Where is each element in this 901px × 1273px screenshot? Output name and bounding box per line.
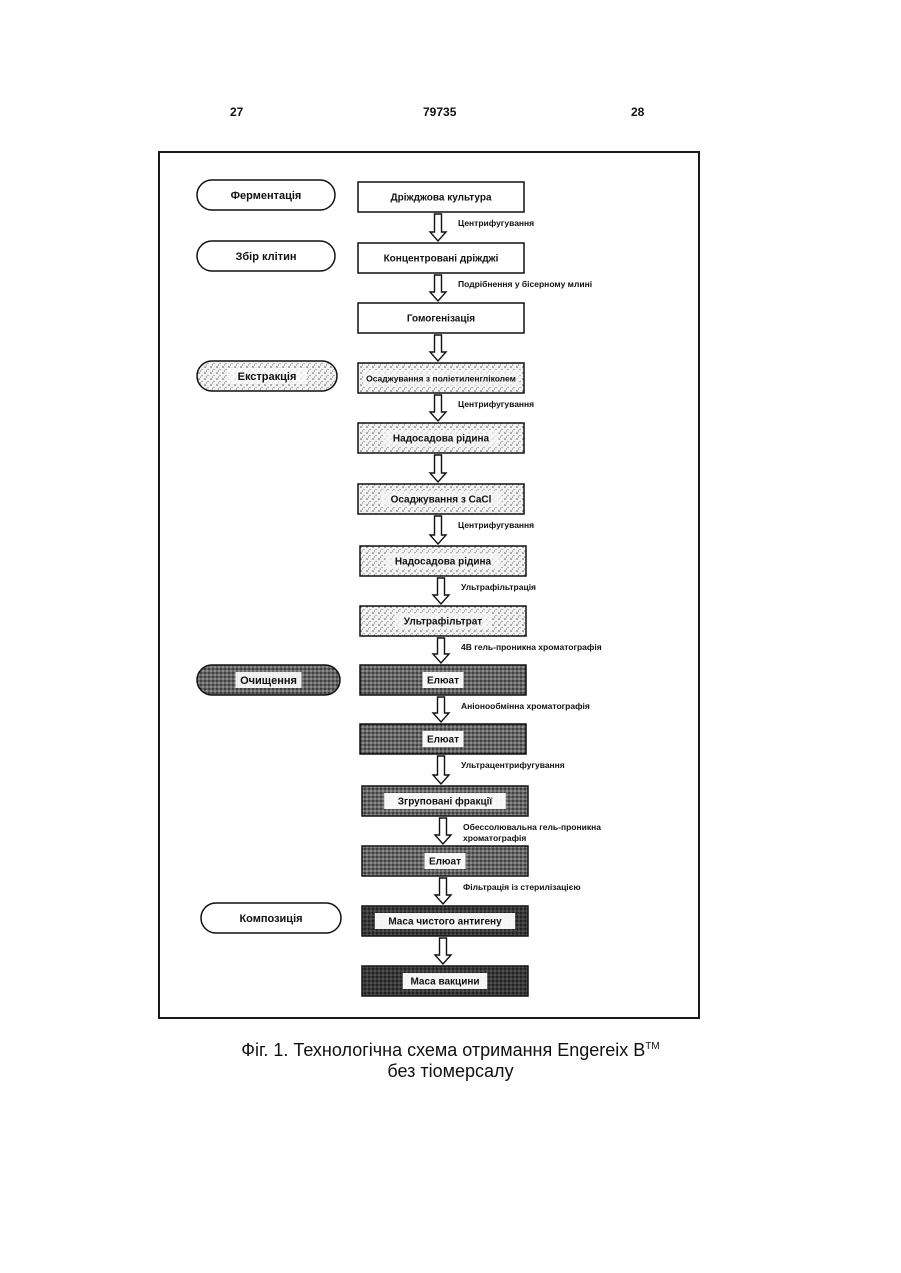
flow-transition: Центрифугування — [430, 214, 534, 241]
process-step: Надосадова рідина — [360, 546, 526, 576]
flow-arrow — [430, 214, 446, 241]
process-stage-label: Екстракція — [238, 371, 297, 383]
process-step: Згруповані фракції — [362, 786, 528, 816]
process-step-label: Концентровані дріжджі — [384, 254, 499, 265]
process-stage: Очищення — [197, 665, 340, 695]
process-step: Маса вакцини — [362, 966, 528, 996]
flow-transition: Обессолювальна гель-проникнахроматографі… — [435, 818, 601, 844]
flow-arrow — [430, 275, 446, 301]
flow-arrow — [435, 818, 451, 844]
process-step: Надосадова рідина — [358, 423, 524, 453]
flow-transition: Аніонообмінна хроматографія — [433, 697, 590, 722]
flow-transition: Центрифугування — [430, 516, 534, 544]
process-step: Дріжджова культура — [358, 182, 524, 212]
transition-label: Фільтрація із стерилізацією — [463, 882, 581, 892]
process-step: Осаджування з CaCl — [358, 484, 524, 514]
flow-arrow — [430, 335, 446, 361]
process-step: Елюат — [360, 665, 526, 695]
transition-label: Центрифугування — [458, 399, 534, 409]
process-step-label: Осаджування з поліетиленгліколем — [366, 374, 516, 384]
flow-transition — [435, 938, 451, 964]
transition-label: Обессолювальна гель-проникна — [463, 822, 601, 832]
flow-transition: Подрібнення у бісерному млині — [430, 275, 592, 301]
flow-arrow — [433, 578, 449, 604]
process-step: Осаджування з поліетиленгліколем — [358, 363, 524, 393]
process-step-label: Надосадова рідина — [393, 434, 490, 445]
transition-label: Ультрафільтрація — [461, 582, 536, 592]
transition-label: хроматографія — [463, 833, 526, 843]
process-step-label: Згруповані фракції — [398, 796, 493, 808]
flow-transition: Центрифугування — [430, 395, 534, 421]
flow-arrow — [433, 638, 449, 663]
process-step: Гомогенізація — [358, 303, 524, 333]
process-stage: Композиція — [201, 903, 341, 933]
figure-caption-line-2: без тіомерсалу — [0, 1061, 901, 1082]
flow-arrow — [435, 878, 451, 904]
flow-arrow — [430, 516, 446, 544]
transition-label: Подрібнення у бісерному млині — [458, 279, 592, 289]
process-step-label: Осаджування з CaCl — [391, 495, 492, 506]
transition-label: Аніонообмінна хроматографія — [461, 701, 590, 711]
flow-transition — [430, 455, 446, 482]
process-step-label: Дріжджова культура — [390, 193, 491, 204]
process-step-label: Гомогенізація — [407, 314, 475, 325]
process-stage: Екстракція — [197, 361, 337, 391]
process-step: Концентровані дріжджі — [358, 243, 524, 273]
flow-arrow — [430, 395, 446, 421]
flow-transition — [430, 335, 446, 361]
process-step-label: Елюат — [427, 735, 459, 746]
flow-transition: Ультрафільтрація — [433, 578, 536, 604]
flow-transition: Фільтрація із стерилізацією — [435, 878, 581, 904]
process-step: Елюат — [360, 724, 526, 754]
trademark-mark: TM — [645, 1041, 659, 1052]
process-step: Ультрафільтрат — [360, 606, 526, 636]
process-step-label: Елюат — [427, 676, 459, 687]
flow-arrow — [435, 938, 451, 964]
process-step-label: Елюат — [429, 857, 461, 868]
process-step: Елюат — [362, 846, 528, 876]
transition-label: 4B гель-проникна хроматографія — [461, 642, 602, 652]
process-stage-label: Композиція — [239, 913, 302, 925]
flow-arrow — [433, 697, 449, 722]
process-stage-label: Ферментація — [231, 190, 302, 202]
transition-label: Ультрацентрифугування — [461, 760, 565, 770]
transition-label: Центрифугування — [458, 520, 534, 530]
process-stage-label: Очищення — [240, 675, 297, 687]
process-step: Маса чистого антигену — [362, 906, 528, 936]
flow-transition: 4B гель-проникна хроматографія — [433, 638, 602, 663]
flow-arrow — [430, 455, 446, 482]
flow-transition: Ультрацентрифугування — [433, 756, 565, 784]
process-step-label: Ультрафільтрат — [404, 616, 482, 628]
process-step-label: Надосадова рідина — [395, 557, 492, 568]
process-step-label: Маса чистого антигену — [388, 917, 502, 928]
process-step-label: Маса вакцини — [410, 977, 479, 988]
process-stage: Збір клітин — [197, 241, 335, 271]
process-stage: Ферментація — [197, 180, 335, 210]
process-stage-label: Збір клітин — [236, 251, 297, 263]
figure-caption-line-1: Фіг. 1. Технологічна схема отримання Eng… — [0, 1040, 901, 1061]
transition-label: Центрифугування — [458, 218, 534, 228]
caption-text: Фіг. 1. Технологічна схема отримання Eng… — [241, 1040, 645, 1060]
flow-arrow — [433, 756, 449, 784]
